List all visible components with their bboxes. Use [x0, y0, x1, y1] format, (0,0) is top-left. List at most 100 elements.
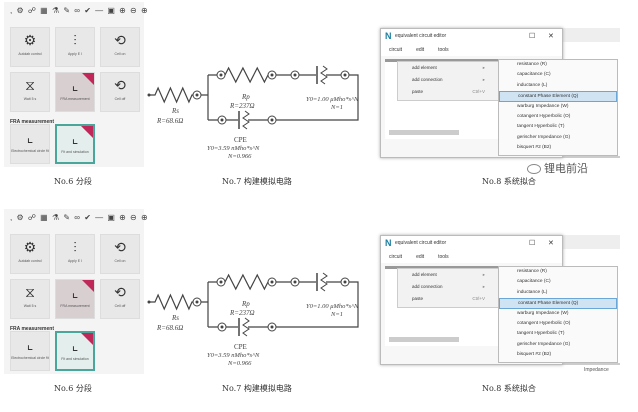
command-tile[interactable]: ⌞Electrochemical circle fit	[10, 331, 50, 371]
caption: No.6 分段	[54, 384, 92, 393]
section-heading: FRA measurement	[10, 326, 54, 332]
tile-label: Autolab control	[18, 259, 42, 263]
resistor-rp[interactable]	[224, 66, 269, 84]
command-tile[interactable]: ⚙Autolab control	[10, 27, 50, 67]
gear-icon: ⚙	[23, 239, 37, 255]
menu-tools[interactable]: tools	[438, 254, 449, 260]
circuit-node[interactable]	[192, 297, 202, 307]
command-tile[interactable]: ⫶Apply E I	[55, 234, 95, 274]
context-label: add element	[412, 65, 437, 70]
context-label: add element	[412, 272, 437, 277]
circuit-node[interactable]	[267, 322, 277, 332]
cpe-symbol[interactable]	[316, 65, 328, 85]
cpe-symbol[interactable]	[316, 272, 328, 292]
circuit-node[interactable]	[267, 70, 277, 80]
menu-tools[interactable]: tools	[438, 47, 449, 53]
menu-edit[interactable]: edit	[416, 254, 425, 260]
submenu-item[interactable]: inductance (L)	[517, 82, 548, 88]
maximize-button[interactable]: ☐	[529, 33, 536, 40]
submenu-item[interactable]: capacitance (C)	[517, 72, 551, 78]
command-tile[interactable]: ⫶Apply E I	[55, 27, 95, 67]
resistor-rp[interactable]	[224, 273, 269, 291]
circuit-node[interactable]	[217, 115, 227, 125]
toolbar[interactable]: , ⚙ ☍ ▦ ⚗ ✎ ∞ ✔ — ▣ ⊕ ⊖ ⊕	[10, 6, 149, 15]
scrollbar[interactable]	[389, 337, 459, 342]
command-tile[interactable]: ⚙ Autolab control	[10, 234, 50, 274]
cpe-y0: Y0=3.59 nMho*s^N	[207, 352, 260, 359]
context-shortcut: Ctrl+V	[472, 296, 485, 301]
submenu-item[interactable]: capacitance (C)	[517, 279, 551, 285]
context-label: paste	[412, 296, 424, 301]
submenu-item[interactable]: bisquert #2 (B2)	[517, 145, 552, 151]
submenu-item[interactable]: warburg Impedance (W)	[517, 310, 569, 316]
resistor-rs[interactable]	[149, 293, 193, 311]
circuit-node[interactable]	[290, 70, 300, 80]
cpe-symbol[interactable]	[238, 317, 250, 337]
circuit-node[interactable]	[192, 90, 202, 100]
command-tile[interactable]: ⧖Wait 5 s	[10, 72, 50, 112]
tile-label: Apply E I	[67, 52, 82, 56]
command-tile[interactable]: ⌞Fit and simulation	[55, 331, 95, 371]
submenu-item[interactable]: bisquert #2 (B2)	[517, 352, 552, 358]
watermark: 锂电前沿	[527, 160, 588, 176]
tile-label: FRA measurement	[60, 97, 90, 101]
wires	[201, 74, 359, 121]
rs-label: Rs	[171, 107, 179, 115]
submenu-item[interactable]: cotangent Hyperbolic (O)	[517, 113, 571, 119]
submenu-item[interactable]: resistance (R)	[517, 269, 547, 274]
submenu-item[interactable]: tangent Hyperbolic (T)	[517, 124, 565, 130]
menu-circuit[interactable]: circuit	[389, 254, 403, 260]
circuit-node[interactable]	[267, 277, 277, 287]
command-tile[interactable]: ⌞Fit and simulation	[55, 124, 95, 164]
command-tile[interactable]: ⟲Cell on	[100, 27, 140, 67]
window-title: equivalent circuit editor	[395, 33, 447, 39]
context-item[interactable]: paste Ctrl+V	[398, 293, 499, 305]
tile-label: Wait 5 s	[23, 97, 37, 101]
circuit-node[interactable]	[340, 70, 350, 80]
circuit-node[interactable]	[216, 70, 226, 80]
circuit-node[interactable]	[267, 115, 277, 125]
submenu-item[interactable]: gerischer Impedance (G)	[517, 341, 571, 347]
cpe-symbol[interactable]	[238, 110, 250, 130]
caption: No.8 系统拟合	[482, 384, 536, 393]
submenu-item[interactable]: inductance (L)	[517, 289, 548, 295]
submenu-item[interactable]: resistance (R)	[517, 62, 547, 67]
context-item[interactable]: add connection▸	[398, 74, 499, 86]
command-tile[interactable]: ⌞Electrochemical circle fit	[10, 124, 50, 164]
circuit-node[interactable]	[216, 277, 226, 287]
cpe-label: CPE	[234, 343, 247, 351]
command-tile[interactable]: ⟲Cell on	[100, 234, 140, 274]
submenu-item[interactable]: gerischer Impedance (G)	[517, 134, 571, 140]
context-item[interactable]: add element ▸	[398, 62, 499, 74]
context-item[interactable]: add element▸	[398, 269, 499, 281]
window-title: equivalent circuit editor	[395, 240, 447, 246]
menu-edit[interactable]: edit	[416, 47, 425, 53]
maximize-button[interactable]: ☐	[529, 240, 536, 247]
command-tile[interactable]: ⧖Wait 5 s	[10, 279, 50, 319]
command-tile[interactable]: ⟲Cell off	[100, 279, 140, 319]
close-button[interactable]: ✕	[548, 240, 554, 247]
command-tile[interactable]: ⟲Cell off	[100, 72, 140, 112]
scrollbar[interactable]	[389, 130, 459, 135]
tile-label: Wait 5 s	[23, 304, 37, 308]
toolbar[interactable]: , ⚙ ☍ ▦ ⚗ ✎ ∞ ✔ — ▣ ⊕ ⊖ ⊕	[10, 213, 149, 222]
tile-label: FRA measurement	[60, 304, 90, 308]
menu-bar: circuit edit tools	[381, 251, 562, 263]
submenu-item[interactable]: cotangent Hyperbolic (O)	[517, 320, 571, 326]
circuit-node[interactable]	[290, 277, 300, 287]
submenu-item[interactable]: tangent Hyperbolic (T)	[517, 331, 565, 337]
submenu-item[interactable]: warburg Impedance (W)	[517, 103, 569, 109]
command-tile[interactable]: ⌞FRA measurement	[55, 279, 95, 319]
close-button[interactable]: ✕	[548, 33, 554, 40]
context-item[interactable]: add connection▸	[398, 281, 499, 293]
resistor-rs[interactable]	[149, 86, 193, 104]
context-shortcut: ▸	[482, 65, 485, 70]
circuit-node[interactable]	[217, 322, 227, 332]
submenu-item[interactable]: constant Phase Element (Q)	[499, 91, 617, 102]
menu-circuit[interactable]: circuit	[389, 47, 403, 53]
command-tile[interactable]: ⌞FRA measurement	[55, 72, 95, 112]
circuit-node[interactable]	[340, 277, 350, 287]
submenu-item[interactable]: constant Phase Element (Q)	[499, 298, 617, 309]
